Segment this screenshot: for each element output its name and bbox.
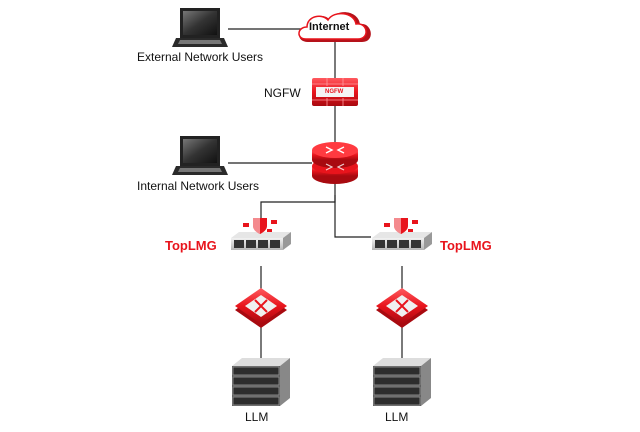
internet-label: Internet xyxy=(309,21,350,33)
llm-left-label: LLM xyxy=(245,410,269,424)
gateway-appliance-icon xyxy=(372,218,432,250)
toplmg-left-label: TopLMG xyxy=(165,238,217,253)
laptop-icon xyxy=(172,8,228,47)
router-icon xyxy=(312,142,358,184)
server-rack-icon xyxy=(373,358,431,406)
cloud-icon xyxy=(298,12,371,42)
server-rack-icon xyxy=(232,358,290,406)
toplmg-right-label: TopLMG xyxy=(440,238,492,253)
ngfw-label: NGFW xyxy=(264,86,301,100)
firewall-icon xyxy=(312,78,358,106)
internal-users-label: Internal Network Users xyxy=(137,179,260,193)
switch-icon xyxy=(235,288,287,328)
external-users-label: External Network Users xyxy=(137,50,264,64)
link-router-toplmg-right xyxy=(334,195,371,238)
link-router-toplmg-left xyxy=(260,184,336,220)
laptop-icon xyxy=(172,136,228,175)
ngfw-badge: NGFW xyxy=(325,89,344,95)
gateway-appliance-icon xyxy=(231,218,291,250)
switch-icon xyxy=(376,288,428,328)
llm-right-label: LLM xyxy=(385,410,409,424)
connection-lines xyxy=(228,28,403,358)
